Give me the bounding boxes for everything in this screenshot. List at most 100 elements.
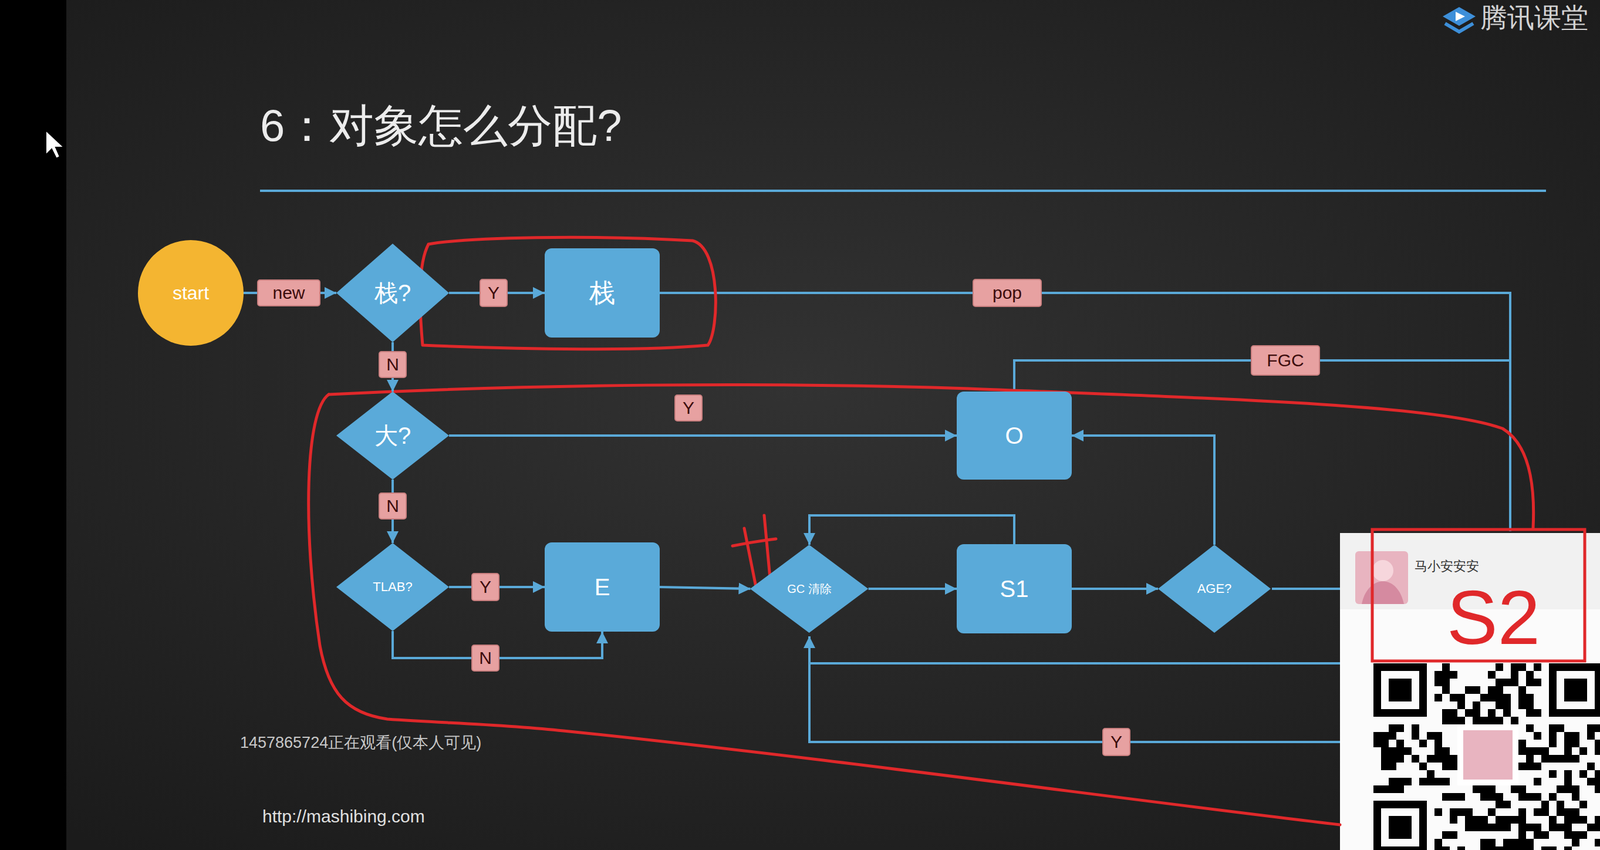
qr-module xyxy=(1548,754,1557,763)
qr-module xyxy=(1487,709,1496,717)
qr-module xyxy=(1510,815,1519,824)
qr-module xyxy=(1396,777,1404,786)
qr-module xyxy=(1548,739,1557,748)
flow-arrow xyxy=(868,587,957,590)
qr-module xyxy=(1503,823,1511,832)
qr-module xyxy=(1442,762,1450,771)
qr-module xyxy=(1434,731,1443,740)
qr-module xyxy=(1548,823,1557,832)
qr-module xyxy=(1495,792,1504,801)
qr-module xyxy=(1411,731,1420,740)
qr-module xyxy=(1510,678,1519,687)
edge-label: Y xyxy=(479,278,508,307)
diamond-shape xyxy=(336,391,450,480)
qr-module xyxy=(1495,663,1504,671)
annotation-box xyxy=(1372,529,1585,661)
qr-module xyxy=(1419,762,1427,771)
qr-module xyxy=(1434,739,1443,748)
qr-module xyxy=(1518,686,1527,694)
qr-module xyxy=(1594,777,1600,786)
qr-module xyxy=(1449,754,1458,763)
qr-module xyxy=(1480,823,1488,832)
red-annotations xyxy=(308,237,1585,825)
qr-module xyxy=(1388,762,1397,771)
qr-module xyxy=(1388,731,1397,740)
qr-module xyxy=(1442,709,1450,717)
logo-shape xyxy=(1445,23,1474,32)
qr-module xyxy=(1449,815,1458,824)
qr-module xyxy=(1526,724,1534,732)
qr-module xyxy=(1571,831,1580,839)
node-text: AGE? xyxy=(1197,581,1232,596)
qr-module xyxy=(1587,724,1595,732)
flow-line xyxy=(1271,587,1340,590)
qr-module xyxy=(1373,663,1427,717)
flow-arrow xyxy=(1071,587,1159,590)
qr-module xyxy=(1396,754,1404,763)
qr-module xyxy=(1510,846,1519,850)
qr-module xyxy=(1548,663,1600,717)
qr-module xyxy=(1518,693,1527,702)
flow-label: Y xyxy=(1102,727,1131,756)
process-box: O xyxy=(956,391,1072,480)
handwritten-note: S2 xyxy=(1446,579,1541,656)
qr-module xyxy=(1434,678,1443,687)
qr-module xyxy=(1548,792,1557,801)
qr-module xyxy=(1510,838,1519,847)
flow-arrow xyxy=(1071,435,1215,545)
qr-module xyxy=(1518,701,1527,710)
qr-module xyxy=(1495,800,1504,809)
qr-module xyxy=(1442,663,1450,671)
qr-module xyxy=(1373,731,1382,740)
qr-module xyxy=(1594,815,1600,824)
qr-module xyxy=(1587,777,1595,786)
qr-module xyxy=(1579,831,1588,839)
qr-module xyxy=(1587,823,1595,832)
qr-module xyxy=(1579,747,1588,755)
decision-diamond: 栈? xyxy=(336,243,450,343)
qr-module xyxy=(1487,785,1496,793)
qr-module xyxy=(1381,808,1420,847)
qr-module xyxy=(1526,701,1534,710)
qr-module xyxy=(1373,800,1427,850)
annotation-scribble xyxy=(744,528,756,587)
qr-module xyxy=(1373,785,1382,793)
qr-module xyxy=(1503,815,1511,824)
qr-module xyxy=(1442,686,1450,694)
avatar-face xyxy=(1372,559,1394,582)
qr-module xyxy=(1487,808,1496,816)
diamond-shape xyxy=(336,243,450,343)
diamond-shape xyxy=(1158,544,1271,633)
qr-module xyxy=(1449,716,1458,725)
qr-module xyxy=(1442,754,1450,763)
qr-module xyxy=(1510,663,1519,671)
qr-module xyxy=(1434,846,1443,850)
edge-label: N xyxy=(471,644,500,672)
qr-module xyxy=(1472,815,1481,824)
qr-module xyxy=(1518,663,1527,671)
annotation-loop xyxy=(328,384,1534,529)
qr-module xyxy=(1495,823,1504,832)
watermark-logo-text: 腾讯课堂 xyxy=(1480,2,1589,34)
qr-module xyxy=(1403,747,1412,755)
qr-module xyxy=(1594,747,1600,755)
qr-module xyxy=(1503,800,1511,809)
qr-module xyxy=(1465,815,1473,824)
qr-module xyxy=(1526,754,1534,763)
qr-module xyxy=(1541,754,1549,763)
qr-module xyxy=(1526,670,1534,679)
qr-module xyxy=(1381,747,1389,755)
qr-module xyxy=(1449,709,1458,717)
avatar-figure xyxy=(1361,581,1404,604)
qr-module xyxy=(1548,770,1557,778)
qr-module xyxy=(1442,792,1450,801)
qr-module xyxy=(1594,739,1600,748)
qr-module xyxy=(1388,678,1412,702)
qr-module xyxy=(1533,678,1542,687)
qr-module xyxy=(1388,815,1412,839)
node-text: S1 xyxy=(1000,575,1029,603)
qr-module xyxy=(1594,770,1600,778)
